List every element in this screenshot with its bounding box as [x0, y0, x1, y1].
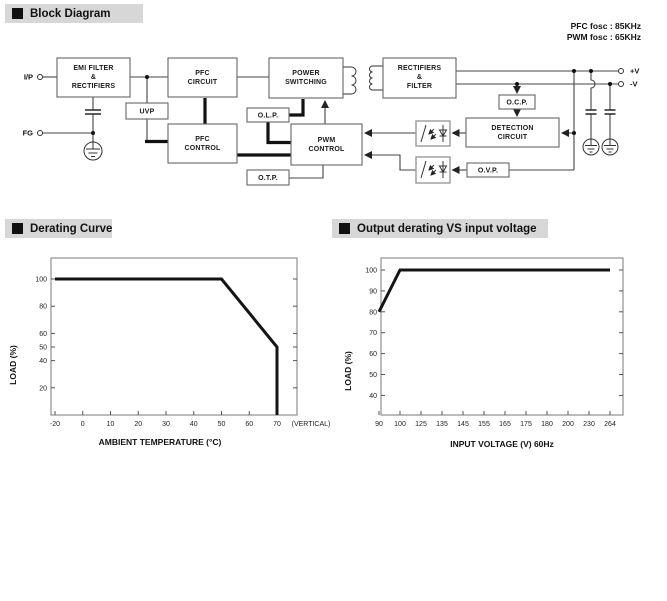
fg-terminal-icon: [37, 130, 43, 136]
svg-text:O.L.P.: O.L.P.: [258, 113, 279, 120]
x-tick-label: 155: [478, 421, 490, 428]
wires: [42, 70, 619, 179]
junction-dots: [91, 69, 612, 135]
x-tick-label: 40: [190, 421, 198, 428]
input-terminal-icon: [37, 74, 43, 80]
ocp-box: O.C.P.: [498, 94, 536, 110]
x-tick-label: 200: [562, 421, 574, 428]
olp-box: O.L.P.: [246, 107, 290, 123]
capacitor-icons: [85, 109, 616, 115]
y-tick-label: 40: [369, 393, 377, 400]
rectifiers-filter-box: RECTIFIERS&FILTER: [382, 57, 457, 99]
earth-ground-icons: [83, 138, 619, 161]
x-tick-label: 10: [107, 421, 115, 428]
optocoupler-icon: [415, 156, 451, 184]
plot-frame: [50, 257, 298, 416]
section-title-output-derating: Output derating VS input voltage: [357, 222, 537, 235]
x-axis-extra-label: (VERTICAL): [292, 421, 331, 428]
y-tick-label: 50: [369, 372, 377, 379]
x-tick-label: 60: [245, 421, 253, 428]
x-tick-label: 145: [457, 421, 469, 428]
vminus-terminal-icon: [618, 81, 624, 87]
svg-text:O.T.P.: O.T.P.: [258, 175, 278, 182]
terminals: I/P FG +V -V: [23, 67, 640, 138]
section-bullet-icon: [12, 223, 23, 234]
y-tick-label: 70: [369, 330, 377, 337]
x-axis-label: AMBIENT TEMPERATURE (°C): [99, 437, 222, 447]
section-bullet-icon: [12, 8, 23, 19]
y-axis-label: LOAD (%): [8, 345, 18, 385]
emi-filter-box: EMI FILTER&RECTIFIERS: [56, 57, 131, 98]
optocoupler-icon: [415, 120, 451, 147]
x-tick-label: 230: [583, 421, 595, 428]
y-axis-label: LOAD (%): [343, 351, 353, 391]
x-tick-label: 125: [415, 421, 427, 428]
y-tick-label: 60: [369, 351, 377, 358]
transformer-icon: [343, 65, 383, 95]
x-tick-label: 30: [162, 421, 170, 428]
y-tick-label: 80: [369, 309, 377, 316]
y-tick-label: 40: [39, 358, 47, 365]
svg-text:EMI FILTER&RECTIFIERS: EMI FILTER&RECTIFIERS: [72, 65, 116, 90]
x-tick-label: 135: [436, 421, 448, 428]
derating-curve-chart: -20 0 10 20 30 40 50 60 70 (VERTICAL) 20 40 50 60 80 10…: [8, 257, 331, 447]
ovp-box: O.V.P.: [466, 162, 510, 178]
section-header-output-derating: Output derating VS input voltage: [332, 219, 548, 238]
derating-line: [55, 277, 279, 415]
svg-text:O.C.P.: O.C.P.: [506, 100, 527, 107]
output-derating-chart: 90 100 125 135 145 155 165 175 180 200 230 264 40 50 6…: [343, 257, 624, 449]
x-tick-label: 50: [218, 421, 226, 428]
pwm-fosc-text: PWM fosc : 65KHz: [566, 32, 641, 42]
svg-text:UVP: UVP: [140, 109, 155, 116]
x-tick-label: 0: [81, 421, 85, 428]
fosc-note: PFC fosc : 85KHz PWM fosc : 65KHz: [567, 21, 641, 43]
section-bullet-icon: [339, 223, 350, 234]
otp-box: O.T.P.: [246, 169, 290, 186]
y-tick-label: 50: [39, 345, 47, 352]
x-tick-label: 180: [541, 421, 553, 428]
x-tick-label: 100: [394, 421, 406, 428]
svg-text:O.V.P.: O.V.P.: [478, 168, 498, 175]
vplus-terminal-icon: [618, 68, 624, 74]
section-title-derating-curve: Derating Curve: [30, 222, 113, 235]
fg-terminal-label: FG: [23, 129, 34, 138]
section-title-block-diagram: Block Diagram: [30, 7, 111, 20]
thick-wires: [145, 98, 305, 157]
y-tick-label: 80: [39, 304, 47, 311]
vminus-terminal-label: -V: [630, 80, 638, 89]
input-terminal-label: I/P: [24, 73, 33, 82]
x-axis-label: INPUT VOLTAGE (V) 60Hz: [450, 439, 554, 449]
x-tick-label: 264: [604, 421, 616, 428]
x-tick-label: 175: [520, 421, 532, 428]
svg-text:RECTIFIERS&FILTER: RECTIFIERS&FILTER: [398, 65, 442, 90]
derating-line: [377, 268, 610, 313]
y-tick-label: 100: [35, 277, 47, 284]
section-header-derating-curve: Derating Curve: [5, 219, 112, 238]
y-tick-label: 100: [365, 268, 377, 275]
x-tick-label: 165: [499, 421, 511, 428]
uvp-box: UVP: [125, 102, 169, 120]
y-tick-label: 20: [39, 385, 47, 392]
pfc-fosc-text: PFC fosc : 85KHz: [570, 21, 641, 31]
x-tick-label: 70: [273, 421, 281, 428]
plot-frame: [380, 257, 624, 416]
x-tick-label: 90: [375, 421, 383, 428]
vplus-terminal-label: +V: [630, 67, 639, 76]
x-tick-label: 20: [134, 421, 142, 428]
y-tick-label: 90: [369, 288, 377, 295]
x-tick-label: -20: [50, 421, 60, 428]
section-header-block-diagram: Block Diagram: [5, 4, 143, 23]
y-tick-label: 60: [39, 331, 47, 338]
block-diagram: I/P FG +V -V EMI FILTER&RECTIFIERS PFCCI…: [23, 57, 640, 186]
